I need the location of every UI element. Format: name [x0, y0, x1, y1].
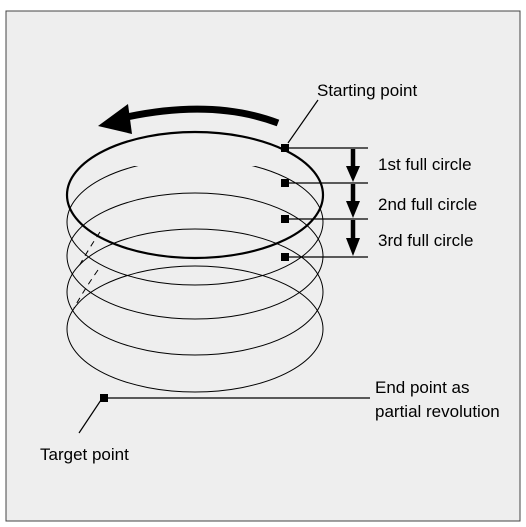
- label-end-point-line2: partial revolution: [375, 402, 500, 421]
- pitch-arrow-1-head: [346, 166, 360, 182]
- label-end-point-line1: End point as: [375, 378, 470, 397]
- helix-turn-5-front: [66, 265, 324, 393]
- end-point-marker: [100, 394, 108, 402]
- label-target-point: Target point: [40, 445, 129, 464]
- rotation-arrow-head: [98, 104, 132, 134]
- helix-hidden-segment-1: [77, 231, 101, 269]
- label-circle-2: 2nd full circle: [378, 195, 477, 214]
- starting-point-leader: [287, 99, 319, 144]
- pitch-arrows: [346, 149, 360, 256]
- helix-turn-4-front: [66, 228, 324, 356]
- diagram-background: [5, 10, 521, 522]
- pitch-arrow-3-head: [346, 238, 360, 256]
- helix-hidden-segment-2: [73, 269, 99, 309]
- label-circle-3: 3rd full circle: [378, 231, 473, 250]
- target-point-leader: [78, 399, 102, 434]
- circle-3-marker: [281, 253, 289, 261]
- label-circle-1: 1st full circle: [378, 155, 472, 174]
- rotation-arrow-curve: [121, 105, 280, 127]
- helix-lower-turns: [66, 166, 324, 393]
- starting-point-marker: [281, 144, 289, 152]
- helix-turn-first: [65, 130, 325, 260]
- label-starting-point: Starting point: [317, 81, 417, 100]
- circle-1-marker: [281, 179, 289, 187]
- helix-turn-3-front: [66, 192, 324, 320]
- pitch-arrow-2-head: [346, 201, 360, 218]
- helix-turn-2-front: [66, 166, 324, 286]
- circle-2-marker: [281, 215, 289, 223]
